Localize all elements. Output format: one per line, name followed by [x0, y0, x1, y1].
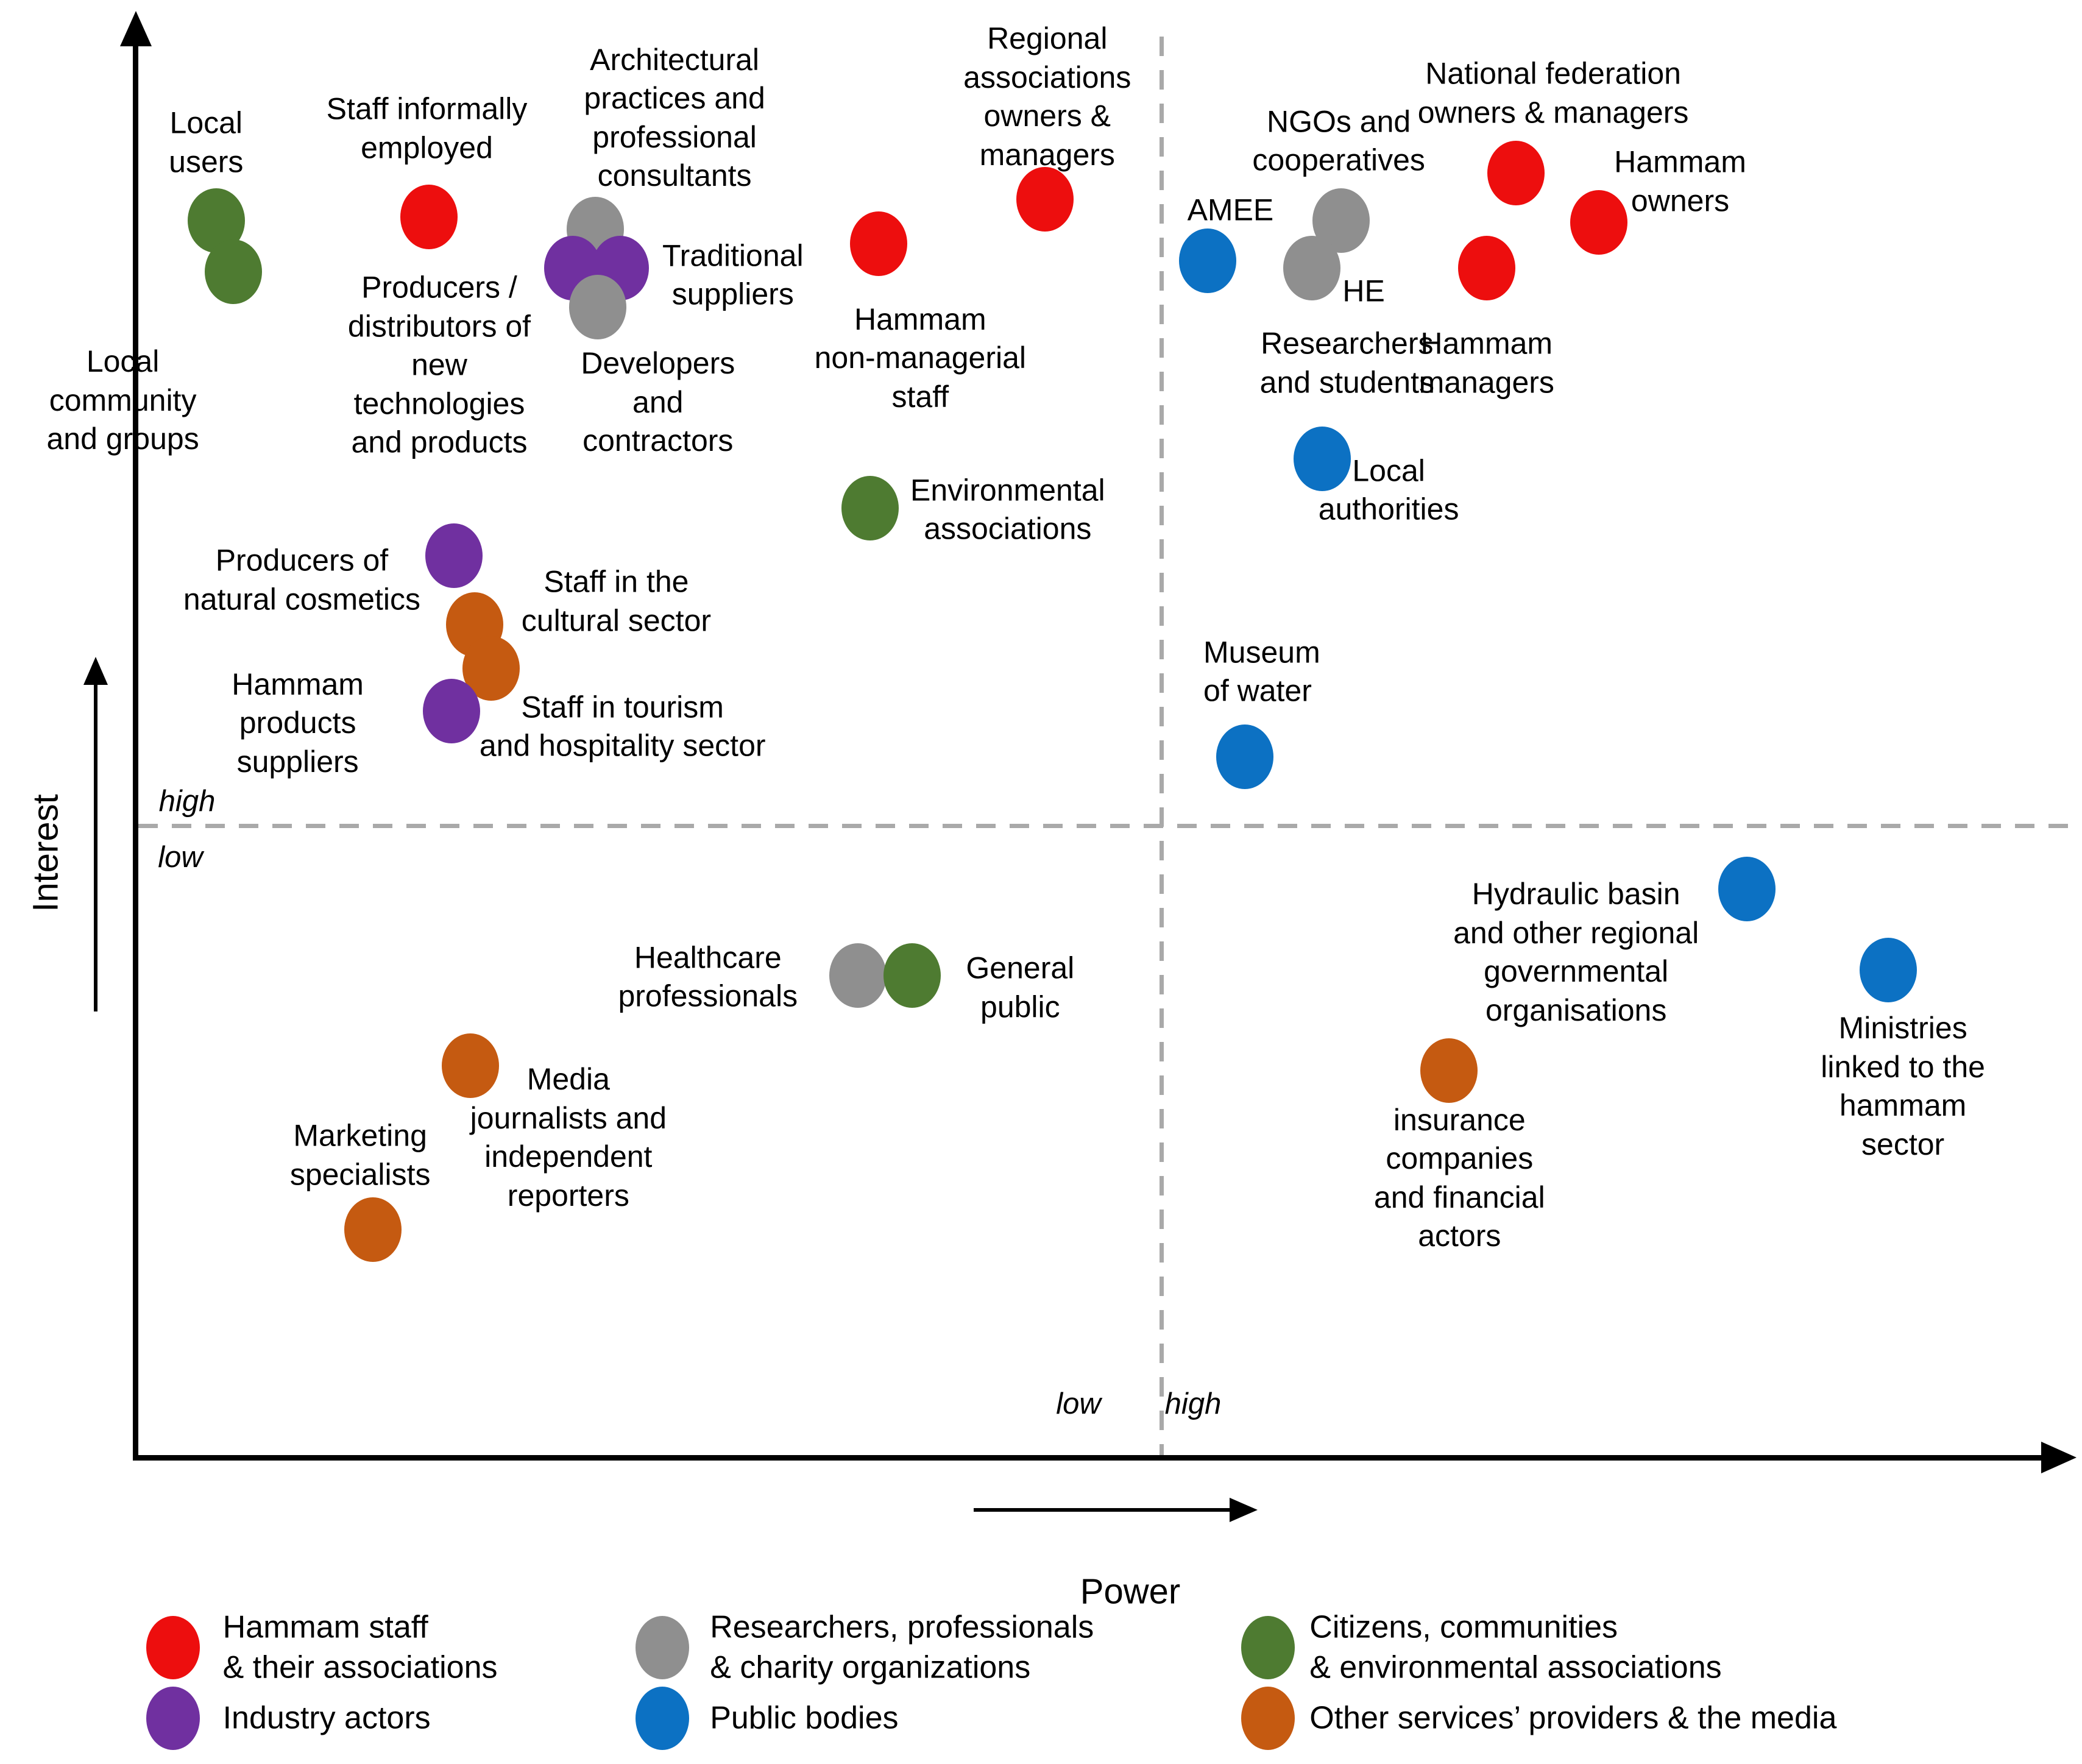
y-axis-title: Interest — [26, 794, 66, 912]
dot-staff-informally-employed — [400, 185, 458, 250]
label-staff-cultural-sector: Staff in the cultural sector — [521, 564, 712, 638]
dot-hammam-products-suppliers — [423, 678, 481, 743]
legend-label-other-services-providers: Other services’ providers & the media — [1309, 1700, 1837, 1736]
dot-healthcare-professionals — [829, 943, 887, 1008]
label-general-public: General public — [966, 951, 1075, 1024]
label-producers-distributors: Producers / distributors of new technolo… — [347, 270, 531, 459]
legend-label-citizens-communities: Citizens, communities & environmental as… — [1309, 1609, 1722, 1685]
label-hammam-non-managerial-staff: Hammam non-managerial staff — [814, 302, 1027, 414]
interest-low-label: low — [158, 841, 203, 874]
dot-hammam-owners — [1570, 190, 1628, 255]
legend-label-industry-actors: Industry actors — [222, 1700, 431, 1736]
label-hammam-owners: Hammam owners — [1614, 144, 1746, 218]
label-insurance-companies: insurance companies and financial actors — [1373, 1102, 1545, 1253]
legend-dot-public-bodies — [635, 1686, 689, 1750]
label-marketing-specialists: Marketing specialists — [289, 1118, 431, 1192]
label-museum-of-water: Museum of water — [1203, 635, 1320, 708]
legend-dot-citizens-communities — [1241, 1615, 1295, 1679]
legend-dot-industry-actors — [146, 1686, 200, 1750]
label-hammam-managers: Hammam managers — [1418, 326, 1554, 400]
y-axis-arrowhead-icon — [120, 11, 152, 46]
label-producers-of-natural-cosmetics: Producers of natural cosmetics — [183, 543, 420, 617]
label-hammam-products-suppliers: Hammam products suppliers — [232, 667, 364, 779]
dot-hammam-managers — [1457, 236, 1515, 301]
dot-he — [1283, 236, 1340, 301]
dot-media-journalists — [442, 1033, 500, 1098]
dot-general-public — [883, 943, 941, 1008]
power-arrowhead-icon — [1230, 1498, 1258, 1522]
label-regional-associations: Regional associations owners & managers — [963, 21, 1131, 172]
label-healthcare-professionals: Healthcare professionals — [618, 940, 798, 1013]
label-amee: AMEE — [1187, 192, 1274, 227]
label-national-federation: National federation owners & managers — [1417, 56, 1689, 130]
legend-label-hammam-staff: Hammam staff & their associations — [222, 1609, 498, 1685]
interest-high-label: high — [158, 785, 216, 818]
dot-regional-associations — [1016, 167, 1074, 232]
dot-developers-and-contractors — [568, 274, 626, 339]
dot-marketing-specialists — [344, 1197, 402, 1262]
dot-ministries — [1860, 938, 1917, 1003]
x-axis-arrowhead-icon — [2041, 1442, 2077, 1473]
dot-local-community-and-groups — [204, 239, 262, 304]
dot-insurance-companies — [1420, 1038, 1478, 1103]
x-axis-line — [133, 1455, 2046, 1461]
legend-label-researchers-professionals: Researchers, professionals & charity org… — [710, 1609, 1094, 1685]
interest-arrow-line — [94, 682, 97, 1011]
interest-divider-dashed-line — [138, 824, 2070, 828]
label-staff-tourism-hospitality: Staff in tourism and hospitality sector — [479, 690, 766, 763]
dot-local-authorities — [1293, 426, 1351, 491]
label-media-journalists: Media journalists and independent report… — [470, 1062, 667, 1213]
dot-amee — [1178, 228, 1236, 294]
y-axis-line — [133, 34, 138, 1459]
legend-dot-researchers-professionals — [635, 1615, 689, 1679]
x-axis-title: Power — [1080, 1571, 1181, 1612]
dot-hydraulic-basin — [1718, 857, 1776, 922]
power-divider-dashed-line — [1160, 37, 1164, 1455]
label-architectural-practices: Architectural practices and professional… — [584, 42, 765, 193]
dot-producers-of-natural-cosmetics — [425, 523, 483, 588]
label-researchers-and-students: Researchers and students — [1259, 326, 1434, 400]
label-local-users: Local users — [169, 105, 244, 179]
legend-dot-hammam-staff — [146, 1615, 200, 1679]
legend-label-public-bodies: Public bodies — [710, 1700, 899, 1736]
label-local-community-and-groups: Local community and groups — [46, 344, 199, 456]
label-developers-and-contractors: Developers and contractors — [581, 345, 735, 458]
label-hydraulic-basin: Hydraulic basin and other regional gover… — [1453, 877, 1699, 1027]
label-local-authorities: Local authorities — [1318, 453, 1459, 526]
dot-environmental-associations — [841, 475, 899, 540]
dot-hammam-non-managerial-staff — [849, 211, 907, 276]
dot-museum-of-water — [1216, 724, 1274, 789]
label-ngos-and-cooperatives: NGOs and cooperatives — [1252, 104, 1425, 177]
interest-arrowhead-icon — [83, 657, 108, 685]
dot-national-federation — [1487, 140, 1545, 205]
power-high-label: high — [1164, 1387, 1222, 1420]
label-he: HE — [1342, 273, 1385, 308]
label-traditional-suppliers: Traditional suppliers — [662, 238, 804, 311]
power-arrow-line — [974, 1508, 1230, 1512]
legend-dot-other-services-providers — [1241, 1686, 1295, 1750]
label-environmental-associations: Environmental associations — [910, 473, 1105, 546]
label-ministries: Ministries linked to the hammam sector — [1821, 1011, 1985, 1161]
label-staff-informally-employed: Staff informally employed — [326, 91, 528, 165]
power-low-label: low — [1056, 1387, 1101, 1420]
